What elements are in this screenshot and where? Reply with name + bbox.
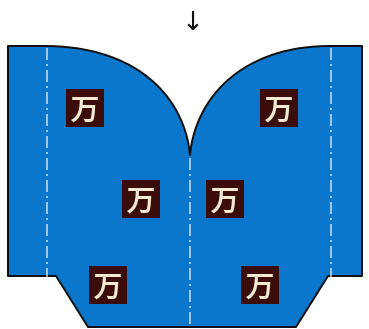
glyph-badge: 万 [206, 180, 244, 218]
badge-glyph: 万 [265, 93, 293, 126]
badge-group: 万万万万万万 [66, 89, 298, 304]
glyph-badge: 万 [89, 266, 127, 304]
badge-square [206, 180, 244, 218]
badge-square [66, 89, 104, 127]
badge-square [260, 89, 298, 127]
badge-glyph: 万 [246, 270, 274, 303]
glyph-badge: 万 [122, 180, 160, 218]
badge-square [122, 180, 160, 218]
glyph-badge: 万 [241, 266, 279, 304]
badge-glyph: 万 [127, 184, 155, 217]
badge-glyph: 万 [71, 93, 99, 126]
glyph-badge: 万 [66, 89, 104, 127]
badge-glyph: 万 [211, 184, 239, 217]
glyph-badge: 万 [260, 89, 298, 127]
badge-square [241, 266, 279, 304]
badge-glyph: 万 [94, 270, 122, 303]
net-shape [7, 45, 363, 328]
badge-square [89, 266, 127, 304]
down-arrow-icon: ↓ [182, 7, 204, 37]
